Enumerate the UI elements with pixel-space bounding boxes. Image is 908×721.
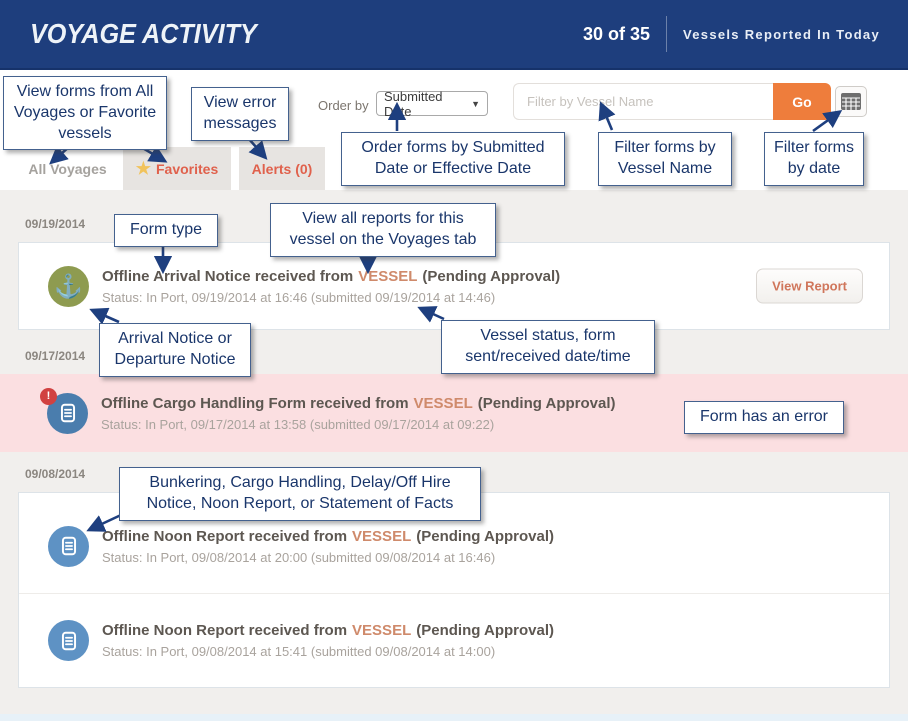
document-icon bbox=[48, 525, 89, 567]
row-title-suffix: (Pending Approval) bbox=[477, 394, 616, 412]
tab-favorites-label: Favorites bbox=[156, 160, 219, 177]
date-filter-button[interactable] bbox=[835, 86, 867, 117]
tab-favorites[interactable]: ★ Favorites bbox=[123, 147, 231, 190]
header-subtitle: Vessels Reported In Today bbox=[683, 26, 880, 42]
vessel-link[interactable]: VESSEL bbox=[352, 527, 412, 545]
document-glyph bbox=[60, 403, 75, 423]
callout-form-type: Form type bbox=[114, 214, 218, 247]
callout-filter-date: Filter forms by date bbox=[764, 132, 864, 186]
vessel-link[interactable]: VESSEL bbox=[352, 622, 412, 639]
tab-alerts-label: Alerts (0) bbox=[251, 160, 313, 177]
row-title-suffix: (Pending Approval) bbox=[422, 267, 561, 285]
row-status: Status: In Port, 09/08/2014 at 15:41 (su… bbox=[102, 644, 496, 659]
row-title-suffix: (Pending Approval) bbox=[416, 622, 555, 639]
star-icon: ★ bbox=[135, 159, 151, 178]
callout-filter-name: Filter forms by Vessel Name bbox=[598, 132, 732, 186]
row-text: Offline Cargo Handling Form received fro… bbox=[101, 395, 616, 432]
document-glyph bbox=[61, 536, 76, 556]
row-status: Status: In Port, 09/19/2014 at 16:46 (su… bbox=[102, 289, 496, 305]
date-group-label: 09/19/2014 bbox=[25, 217, 86, 231]
order-by-label: Order by bbox=[318, 98, 369, 113]
view-report-button[interactable]: View Report bbox=[756, 268, 863, 304]
order-by-value: Submitted Date bbox=[384, 88, 443, 119]
bottom-strip bbox=[0, 714, 908, 721]
tab-all-voyages[interactable]: All Voyages bbox=[20, 147, 115, 190]
vessel-link[interactable]: VESSEL bbox=[358, 267, 418, 285]
document-glyph bbox=[61, 631, 76, 650]
chevron-down-icon: ▼ bbox=[471, 98, 480, 109]
header-divider bbox=[666, 16, 668, 52]
callout-view-reports: View all reports for this vessel on the … bbox=[270, 203, 496, 257]
document-icon bbox=[48, 620, 89, 661]
row-title: Offline Cargo Handling Form received fro… bbox=[101, 395, 616, 412]
calendar-icon bbox=[841, 93, 861, 110]
error-badge-icon: ! bbox=[40, 387, 57, 405]
app-header: VOYAGE ACTIVITY 30 of 35 Vessels Reporte… bbox=[0, 0, 908, 70]
header-right: 30 of 35 Vessels Reported In Today bbox=[583, 16, 908, 52]
anchor-icon: ⚓ bbox=[48, 265, 89, 307]
row-status: Status: In Port, 09/08/2014 at 20:00 (su… bbox=[102, 549, 496, 565]
page-title: VOYAGE ACTIVITY bbox=[30, 18, 257, 49]
document-icon: ! bbox=[40, 387, 88, 434]
order-by-select[interactable]: Submitted Date ▼ bbox=[376, 88, 488, 119]
go-button[interactable]: Go bbox=[773, 83, 831, 120]
row-title-suffix: (Pending Approval) bbox=[416, 527, 555, 545]
vessel-count: 30 of 35 bbox=[582, 23, 651, 44]
callout-error-messages: View error messages bbox=[191, 87, 289, 141]
row-title-prefix: Offline Cargo Handling Form received fro… bbox=[101, 394, 409, 412]
row-title-prefix: Offline Arrival Notice received from bbox=[102, 267, 354, 285]
callout-order-forms: Order forms by Submitted Date or Effecti… bbox=[341, 132, 565, 186]
tab-all-voyages-label: All Voyages bbox=[28, 160, 107, 177]
callout-view-forms: View forms from All Voyages or Favorite … bbox=[3, 76, 167, 151]
vessel-link[interactable]: VESSEL bbox=[413, 394, 473, 412]
callout-form-kinds: Bunkering, Cargo Handling, Delay/Off Hir… bbox=[119, 467, 481, 521]
date-group-label: 09/08/2014 bbox=[25, 467, 86, 481]
row-title-prefix: Offline Noon Report received from bbox=[102, 622, 348, 639]
row-status: Status: In Port, 09/17/2014 at 13:58 (su… bbox=[101, 416, 495, 432]
callout-notice-type: Arrival Notice or Departure Notice bbox=[99, 323, 251, 377]
callout-vessel-status: Vessel status, form sent/received date/t… bbox=[441, 320, 655, 374]
vessel-filter-input[interactable] bbox=[513, 83, 773, 120]
date-group-label: 09/17/2014 bbox=[25, 349, 86, 363]
vessel-filter-group: Go bbox=[513, 83, 831, 120]
callout-form-error: Form has an error bbox=[684, 401, 844, 434]
row-title-prefix: Offline Noon Report received from bbox=[102, 527, 348, 545]
tab-alerts[interactable]: Alerts (0) bbox=[239, 147, 325, 190]
